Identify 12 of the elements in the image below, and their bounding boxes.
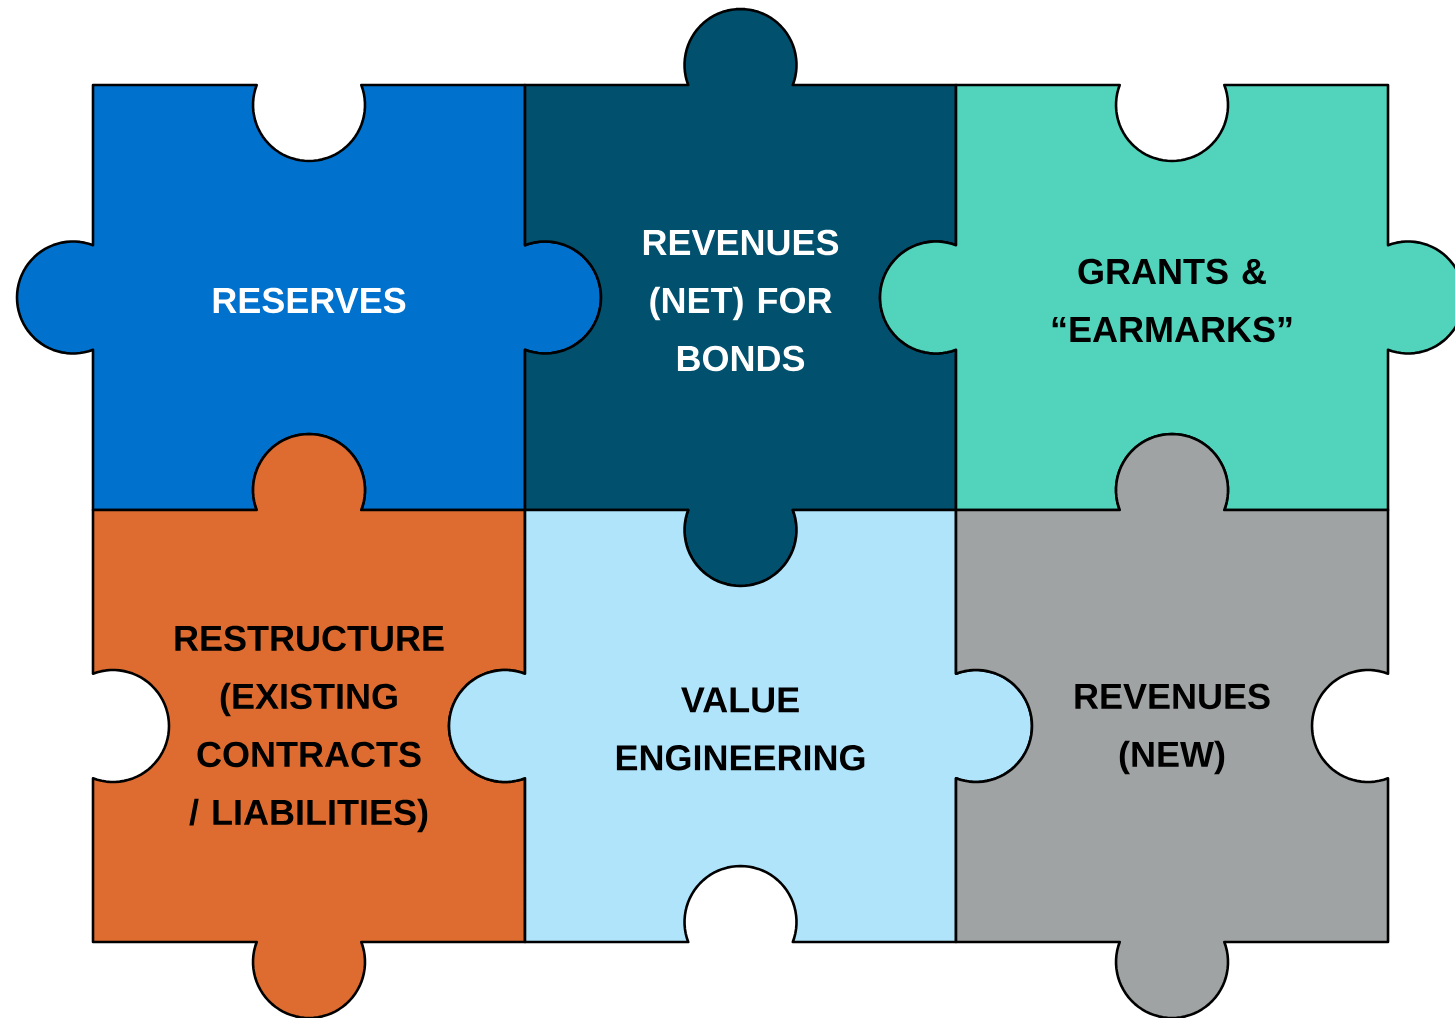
puzzle-piece xyxy=(15,83,603,512)
piece-label: GRANTS & “EARMARKS” xyxy=(1052,258,1292,343)
puzzle-piece xyxy=(878,83,1455,512)
puzzle-piece xyxy=(447,508,1034,944)
piece-label: VALUE ENGINEERING xyxy=(616,687,865,771)
puzzle-piece xyxy=(91,432,527,1018)
puzzle-piece xyxy=(954,432,1390,1018)
piece-label: RESTRUCTURE (EXISTING CONTRACTS / LIABILITIES) xyxy=(175,625,444,833)
piece-label: RESERVES xyxy=(213,287,406,314)
piece-label: REVENUES (NEW) xyxy=(1075,683,1270,775)
piece-label: REVENUES (NET) FOR BONDS xyxy=(643,229,839,372)
puzzle-piece xyxy=(523,7,958,588)
